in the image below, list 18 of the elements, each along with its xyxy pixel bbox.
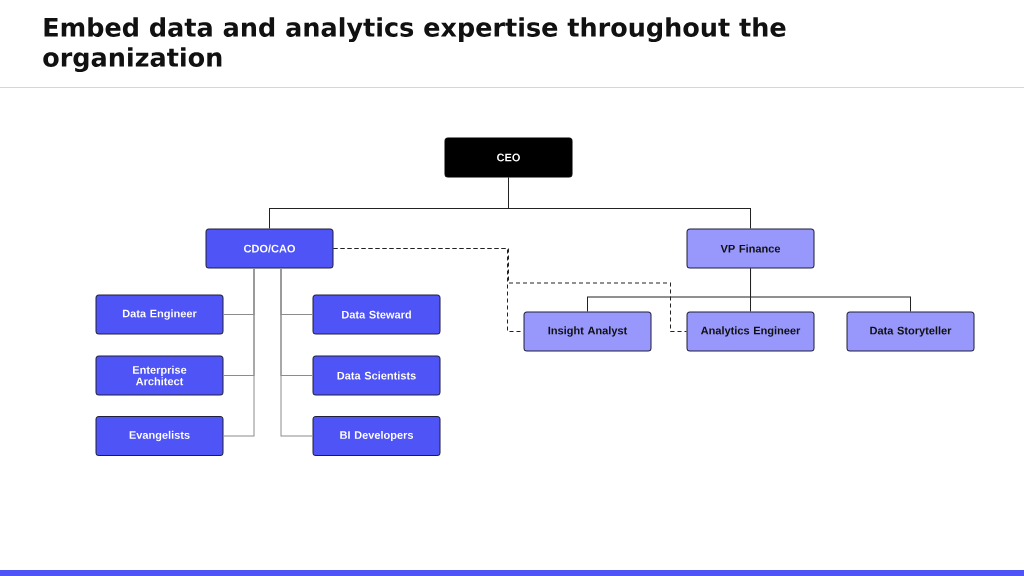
connector-line bbox=[223, 268, 255, 437]
role-box: Enterprise Architect bbox=[95, 355, 224, 396]
title: Embed data and analytics expertise throughout the organization bbox=[43, 17, 786, 73]
connector-line bbox=[280, 268, 313, 437]
role-box: Data Storyteller bbox=[846, 311, 975, 352]
role-box: Data Steward bbox=[312, 294, 441, 335]
role-box: Evangelists bbox=[95, 416, 224, 456]
role-box: Insight Analyst bbox=[523, 311, 652, 352]
role-box: BI Developers bbox=[312, 416, 441, 456]
role-box: VP Finance bbox=[686, 228, 815, 269]
dashed-line bbox=[333, 248, 687, 332]
role-box: CDO/CAO bbox=[205, 228, 334, 269]
connector-line bbox=[508, 177, 751, 229]
role-box: Data Scientists bbox=[312, 355, 441, 396]
role-box: Analytics Engineer bbox=[686, 311, 815, 352]
role-box: CEO bbox=[444, 137, 573, 178]
role-box: Data Engineer bbox=[95, 294, 224, 335]
connector-line bbox=[750, 268, 911, 312]
